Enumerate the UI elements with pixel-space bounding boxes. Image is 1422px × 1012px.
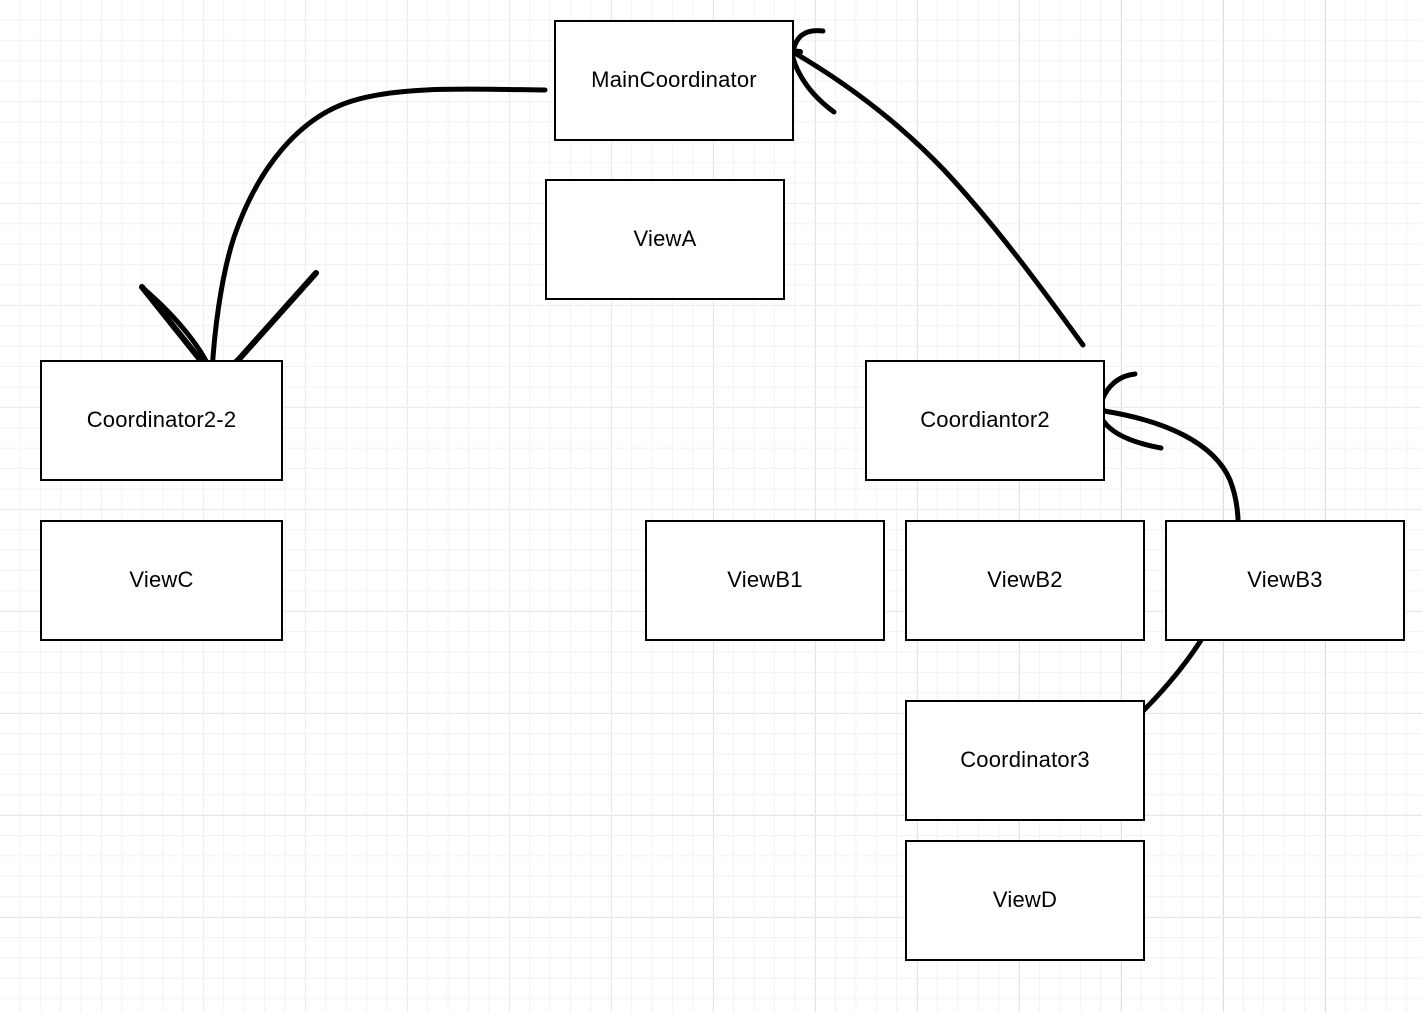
node-view-b1-label: ViewB1 [727,567,803,593]
node-coordiantor2[interactable]: Coordiantor2 [865,360,1105,481]
node-main-coordinator-label: MainCoordinator [591,67,757,93]
node-main-coordinator[interactable]: MainCoordinator [554,20,794,141]
node-view-d[interactable]: ViewD [905,840,1145,961]
edge-coordiantor2-to-main-arrowhead-upper [790,28,826,55]
edge-main-to-coordinator2-2 [139,86,548,380]
node-coordinator2-2[interactable]: Coordinator2-2 [40,360,283,481]
node-view-a-label: ViewA [633,226,697,252]
node-view-b2[interactable]: ViewB2 [905,520,1145,641]
node-view-c-label: ViewC [129,567,194,593]
edge-coordinator3-to-coordiantor2-arrowhead-lower [1095,404,1164,451]
edge-main-to-coordinator2-2-line [209,86,548,375]
node-view-b3-label: ViewB3 [1247,567,1323,593]
node-view-b3[interactable]: ViewB3 [1165,520,1405,641]
edge-coordiantor2-to-main [784,28,1086,348]
node-view-b1[interactable]: ViewB1 [645,520,885,641]
node-coordinator2-2-label: Coordinator2-2 [86,407,237,433]
node-coordiantor2-label: Coordiantor2 [920,407,1050,433]
node-view-a[interactable]: ViewA [545,179,785,300]
edge-coordiantor2-to-main-line [790,49,1086,348]
node-coordinator3-label: Coordinator3 [960,747,1090,773]
node-view-d-label: ViewD [992,887,1058,913]
node-coordinator3[interactable]: Coordinator3 [905,700,1145,821]
edge-coordiantor2-to-main-arrowhead-lower [788,45,837,115]
node-view-b2-label: ViewB2 [987,567,1063,593]
edge-main-to-coordinator2-2-arrowhead-right [207,270,319,377]
node-view-c[interactable]: ViewC [40,520,283,641]
